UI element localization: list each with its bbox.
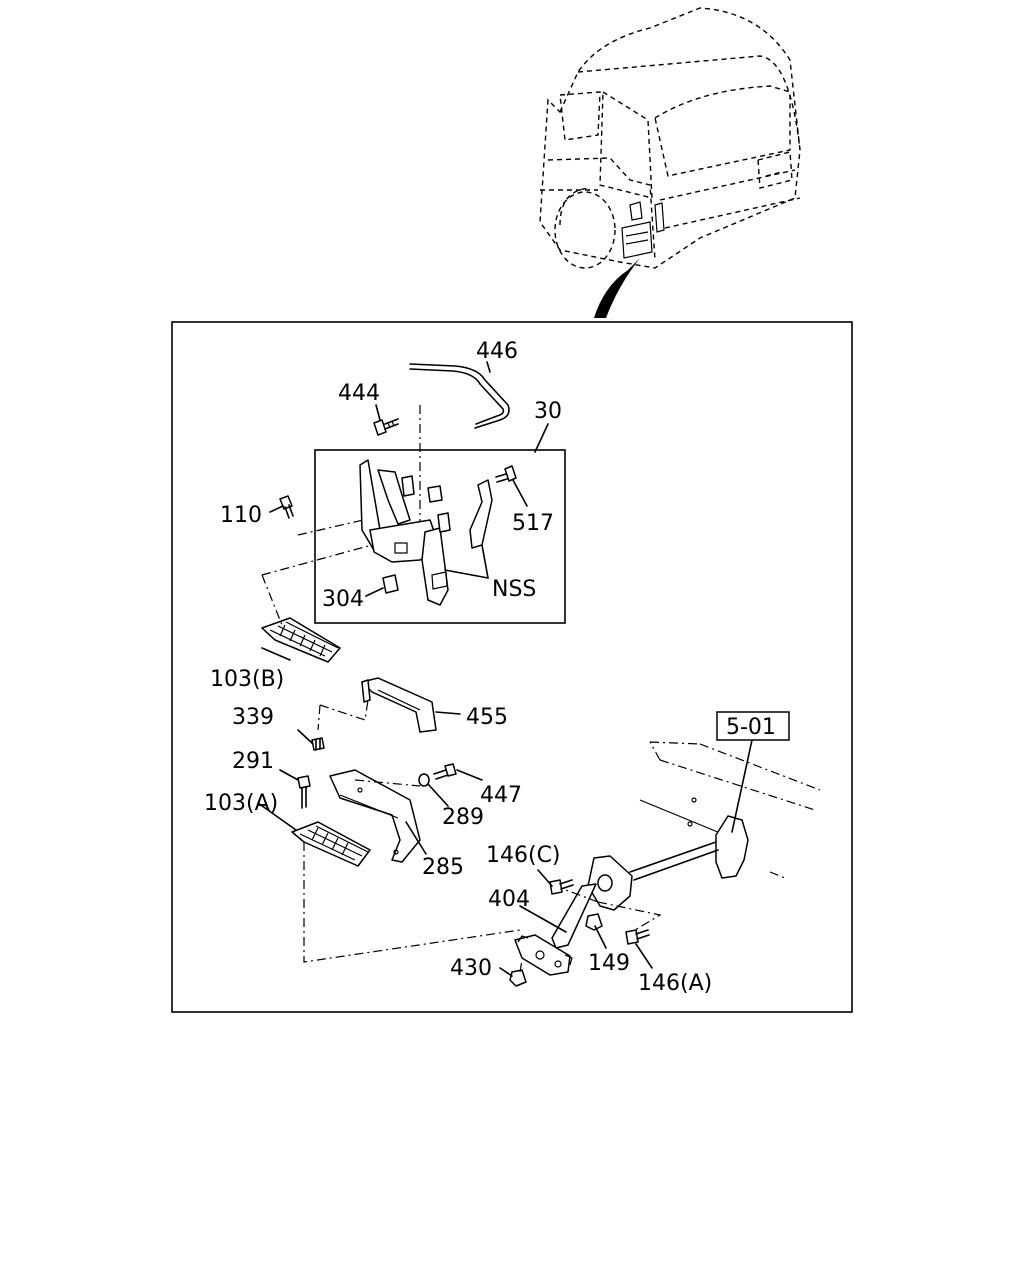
part-285-bracket xyxy=(329,769,421,863)
callout-455: 455 xyxy=(466,705,508,730)
part-103B-step xyxy=(261,617,341,663)
callout-110: 110 xyxy=(220,503,262,528)
frame-bracket-plate xyxy=(629,815,749,881)
part-339-stud xyxy=(311,737,325,751)
callout-146A: 146(A) xyxy=(638,971,712,996)
callout-517: 517 xyxy=(512,511,554,536)
part-304-clip xyxy=(382,574,399,594)
part-446-rod xyxy=(409,363,510,429)
part-447-bolt xyxy=(433,763,457,780)
part-455-bracket xyxy=(361,677,437,733)
callout-289: 289 xyxy=(442,805,484,830)
part-146A-bolt xyxy=(625,929,650,945)
part-517-bolt xyxy=(495,465,517,483)
callout-146C: 146(C) xyxy=(486,843,561,868)
assembly-30-box xyxy=(314,449,566,624)
truck-cab-illustration xyxy=(539,7,801,318)
callout-103A: 103(A) xyxy=(204,791,278,816)
part-444-bolt xyxy=(373,418,399,436)
callout-430: 430 xyxy=(450,956,492,981)
part-149-nut xyxy=(585,913,603,931)
callout-103B: 103(B) xyxy=(210,667,284,692)
part-291-bolt xyxy=(297,775,311,809)
part-430-nut xyxy=(509,969,527,987)
callout-285: 285 xyxy=(422,855,464,880)
callout-339: 339 xyxy=(232,705,274,730)
callout-nss: NSS xyxy=(492,577,536,602)
ref-box-label: 5-01 xyxy=(726,715,776,740)
ref-box-5-01 xyxy=(716,711,790,741)
part-146C-bolt xyxy=(549,879,574,895)
callout-444: 444 xyxy=(338,381,380,406)
part-289-washer xyxy=(418,773,430,787)
part-404-step-bracket xyxy=(514,855,633,976)
part-103A-step xyxy=(291,821,371,867)
callout-30: 30 xyxy=(534,399,562,424)
part-nss-bracket xyxy=(469,479,493,549)
callout-446: 446 xyxy=(476,339,518,364)
callout-404: 404 xyxy=(488,887,530,912)
callout-447: 447 xyxy=(480,783,522,808)
callout-149: 149 xyxy=(588,951,630,976)
callout-304: 304 xyxy=(322,587,364,612)
diagram-frame xyxy=(171,321,853,1013)
part-bracket-assembly xyxy=(359,459,451,606)
leader-lines xyxy=(257,361,753,977)
callout-291: 291 xyxy=(232,749,274,774)
